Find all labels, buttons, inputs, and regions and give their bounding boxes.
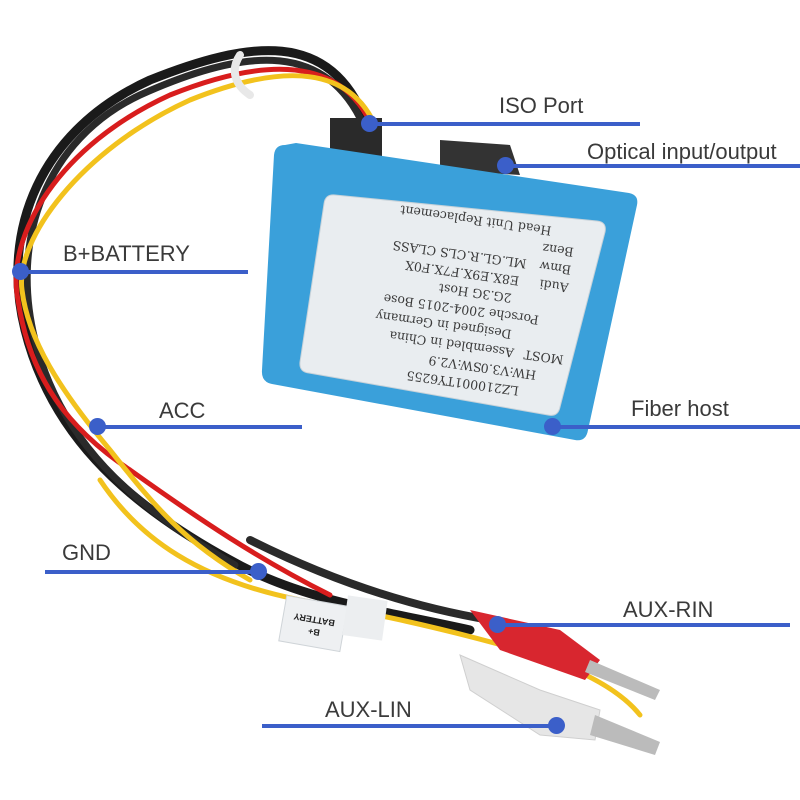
wire-tag-battery: B+ BATTERY xyxy=(278,594,349,653)
aux-rin-label: AUX-RIN xyxy=(623,597,714,622)
svg-text:Bmw: Bmw xyxy=(538,258,572,277)
iso-port-dot xyxy=(361,115,378,132)
rca-white-plug xyxy=(459,654,660,755)
fiber-host-label: Fiber host xyxy=(631,396,729,421)
aux-lin-label: AUX-LIN xyxy=(325,697,412,722)
optical-label: Optical input/output xyxy=(587,139,777,164)
battery-leader xyxy=(20,270,248,274)
acc-label: ACC xyxy=(159,398,206,423)
iso-port-label: ISO Port xyxy=(499,93,584,118)
sticker-text-group: LZ210001TY6255 SW:V2.9 HW:V3.0 MOST Asse… xyxy=(374,203,575,399)
acc-dot xyxy=(89,418,106,435)
battery-label: B+BATTERY xyxy=(63,241,190,266)
gnd-leader xyxy=(45,570,260,574)
svg-text:SW:V2.9: SW:V2.9 xyxy=(428,353,483,375)
fiber-host-leader xyxy=(552,425,800,429)
svg-text:MOST: MOST xyxy=(522,347,564,368)
fiber-host-dot xyxy=(544,418,561,435)
gnd-label: GND xyxy=(62,540,111,565)
svg-text:Audi: Audi xyxy=(539,277,571,296)
svg-text:B+: B+ xyxy=(307,626,320,638)
aux-lin-dot xyxy=(548,717,565,734)
aux-lin-leader xyxy=(262,724,562,728)
iso-port-leader xyxy=(368,122,640,126)
svg-text:Benz: Benz xyxy=(541,241,574,260)
aux-rin-dot xyxy=(489,616,506,633)
aux-rin-leader xyxy=(497,623,790,627)
label-sticker xyxy=(299,194,606,416)
battery-dot xyxy=(12,263,29,280)
gnd-dot xyxy=(250,563,267,580)
acc-leader xyxy=(97,425,302,429)
optical-dot xyxy=(497,157,514,174)
optical-leader xyxy=(505,164,800,168)
